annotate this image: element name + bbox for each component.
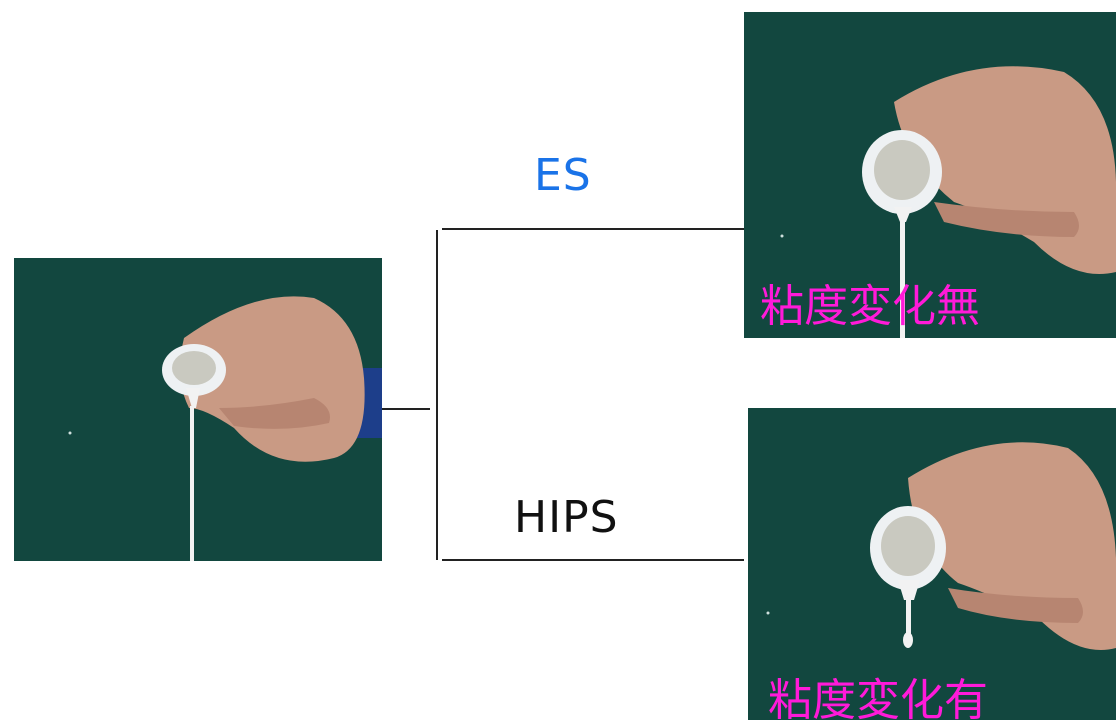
connector-es-line [442, 228, 758, 230]
hand-pouring-cup-image [744, 12, 1116, 338]
source-photo [14, 258, 382, 561]
connector-hips-line [442, 559, 744, 561]
connector-stub-line [382, 408, 430, 410]
hand-pouring-cup-image [14, 258, 382, 561]
hips-result-photo [748, 408, 1116, 720]
branch-label-es: ES [534, 150, 592, 201]
result-label-es: 粘度変化無 [760, 281, 980, 332]
hand-pouring-cup-image [748, 408, 1116, 720]
connector-vertical-line [436, 230, 438, 560]
es-result-photo [744, 12, 1116, 338]
result-label-hips: 粘度変化有 [768, 675, 988, 726]
branch-label-hips: HIPS [514, 492, 619, 543]
